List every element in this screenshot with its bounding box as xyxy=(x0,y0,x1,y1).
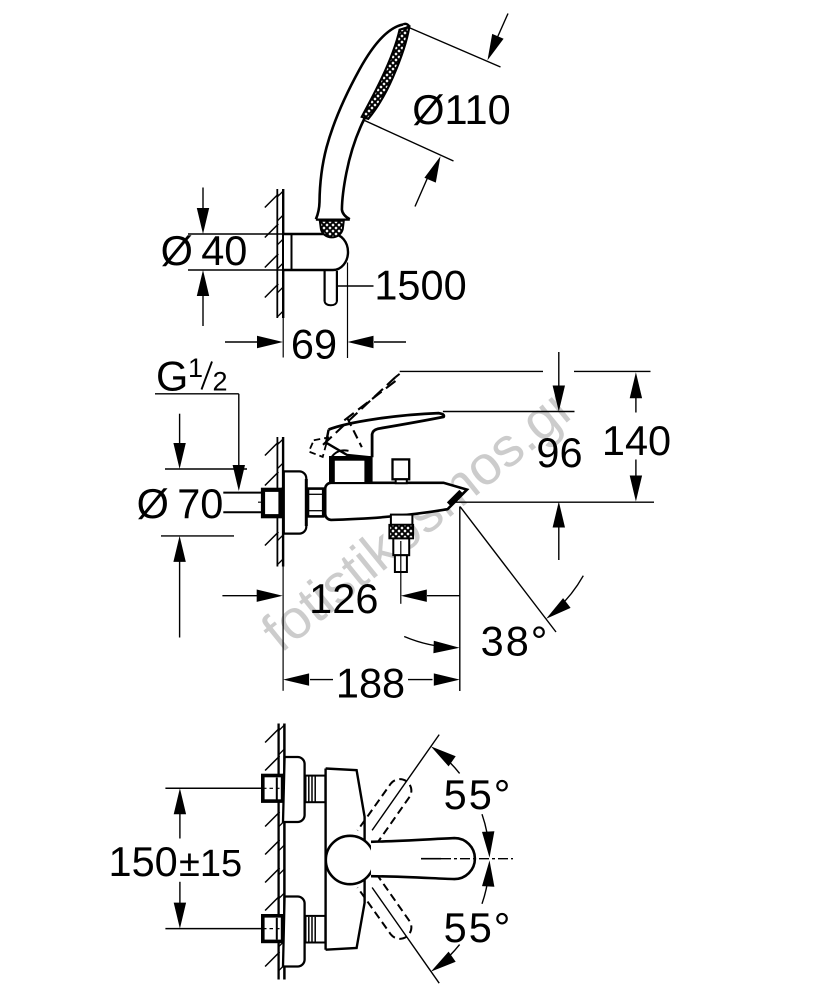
svg-text:38°: 38° xyxy=(481,618,550,665)
svg-text:55°: 55° xyxy=(444,771,513,818)
svg-text:G: G xyxy=(156,353,188,400)
svg-text:55°: 55° xyxy=(444,904,513,951)
svg-text:1: 1 xyxy=(188,353,203,383)
svg-text:69: 69 xyxy=(291,321,337,368)
svg-text:150: 150 xyxy=(109,838,178,885)
svg-text:1500: 1500 xyxy=(374,262,466,309)
svg-text:±15: ±15 xyxy=(179,843,242,885)
svg-text:126: 126 xyxy=(309,575,378,622)
svg-text:188: 188 xyxy=(336,660,405,707)
svg-text:Ø110: Ø110 xyxy=(412,86,510,133)
svg-text:140: 140 xyxy=(602,417,671,464)
svg-text:96: 96 xyxy=(536,429,582,476)
svg-text:Ø 40: Ø 40 xyxy=(161,227,248,274)
svg-text:Ø 70: Ø 70 xyxy=(137,480,224,527)
svg-text:2: 2 xyxy=(213,367,228,397)
